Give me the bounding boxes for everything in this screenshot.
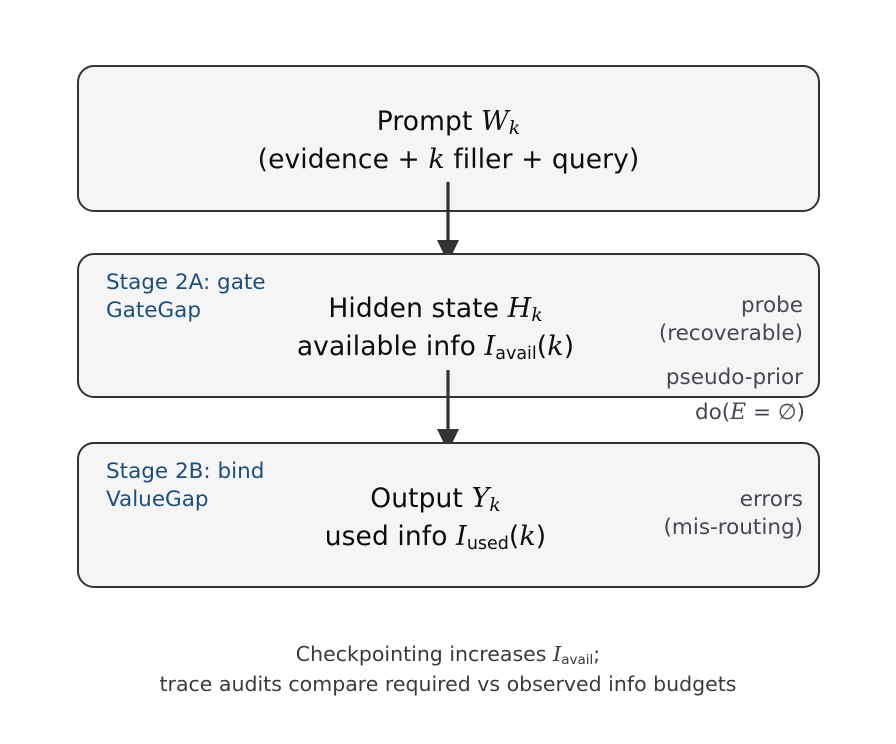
bind-var-y-sub: k <box>489 495 501 517</box>
gate-paren-open: ( <box>536 330 548 362</box>
bind-var-y: Y <box>471 483 490 514</box>
bind-var-i-sub: used <box>466 533 509 554</box>
gate-line-1: Hidden state Hk <box>66 291 805 329</box>
caption-line-1-prefix: Checkpointing increases <box>295 642 553 666</box>
do-close: ) <box>796 400 805 425</box>
do-var-e: E <box>730 400 747 425</box>
gate-annotation-pseudo-prior: pseudo-prior <box>666 364 803 392</box>
gate-annotation-top: probe (recoverable) <box>659 292 803 349</box>
caption-var-i: I <box>552 642 562 666</box>
bind-center-text: Output Yk used info Iused(k) <box>66 481 805 556</box>
gate-paren-close: ) <box>563 330 575 362</box>
bind-paren-open: ( <box>508 520 520 552</box>
gate-line-1-prefix: Hidden state <box>328 293 508 324</box>
bind-line-1: Output Yk <box>66 481 805 519</box>
gate-annot-pseudo-prior-text: pseudo-prior <box>665 364 803 390</box>
stage-label-2b-line-1: Stage 2B: bind <box>106 459 265 484</box>
caption: Checkpointing increases Iavail; trace au… <box>0 640 896 699</box>
node-prompt: Prompt Wk (evidence + k filler + query) <box>77 65 820 212</box>
stage-label-2b-line-2: ValueGap <box>106 486 209 512</box>
prompt-line-2-tail: filler + query) <box>444 143 640 175</box>
gate-line-2: available info Iavail(k) <box>66 329 805 366</box>
caption-line-1: Checkpointing increases Iavail; <box>0 640 896 670</box>
prompt-line-2-prefix: (evidence + <box>257 143 429 175</box>
bind-line-2-prefix: used info <box>324 520 457 552</box>
bind-annot-errors: errors <box>739 487 803 512</box>
stage-label-2a-line-1: Stage 2A: gate <box>106 270 266 295</box>
gate-var-h: H <box>507 293 532 324</box>
caption-line-1-tail: ; <box>593 642 601 666</box>
gate-line-2-prefix: available info <box>296 330 485 362</box>
prompt-line-1-prefix: Prompt <box>376 106 481 137</box>
bind-var-k: k <box>519 520 536 552</box>
gate-var-i: I <box>484 330 496 362</box>
bind-var-i: I <box>456 520 467 552</box>
stage-label-2b: Stage 2B: bind ValueGap <box>106 458 264 514</box>
gate-var-h-sub: k <box>531 305 543 327</box>
do-empty-set: ∅ <box>777 400 797 425</box>
prompt-line-2: (evidence + k filler + query) <box>79 142 818 178</box>
node-bind: Stage 2B: bind ValueGap Output Yk used i… <box>77 442 820 588</box>
prompt-var-w: W <box>480 106 509 137</box>
bind-annotation: errors (mis-routing) <box>664 486 803 543</box>
gate-annot-probe: probe <box>740 293 803 318</box>
bind-line-1-prefix: Output <box>370 483 472 514</box>
prompt-var-k: k <box>428 143 445 175</box>
prompt-center-text: Prompt Wk (evidence + k filler + query) <box>79 104 818 178</box>
gate-var-k: k <box>547 330 564 362</box>
caption-line-2: trace audits compare required vs observe… <box>159 672 737 697</box>
gate-center-text: Hidden state Hk available info Iavail(k) <box>66 291 805 366</box>
bind-annot-mis-routing: (mis-routing) <box>663 515 803 541</box>
gate-annot-recoverable: (recoverable) <box>658 321 803 347</box>
caption-var-i-sub: avail <box>561 651 594 668</box>
do-prefix: do( <box>694 400 731 425</box>
gate-annotation-do: do(E = ∅) <box>77 400 820 425</box>
do-eq: = <box>746 400 778 425</box>
bind-line-2: used info Iused(k) <box>66 519 805 556</box>
prompt-var-w-sub: k <box>508 118 521 140</box>
prompt-line-1: Prompt Wk <box>79 104 818 142</box>
stage-label-2a: Stage 2A: gate GateGap <box>106 269 266 325</box>
bind-paren-close: ) <box>535 520 547 552</box>
gate-var-i-sub: avail <box>495 343 537 364</box>
node-gate: Stage 2A: gate GateGap Hidden state Hk a… <box>77 253 820 398</box>
stage-label-2a-line-2: GateGap <box>106 297 201 323</box>
